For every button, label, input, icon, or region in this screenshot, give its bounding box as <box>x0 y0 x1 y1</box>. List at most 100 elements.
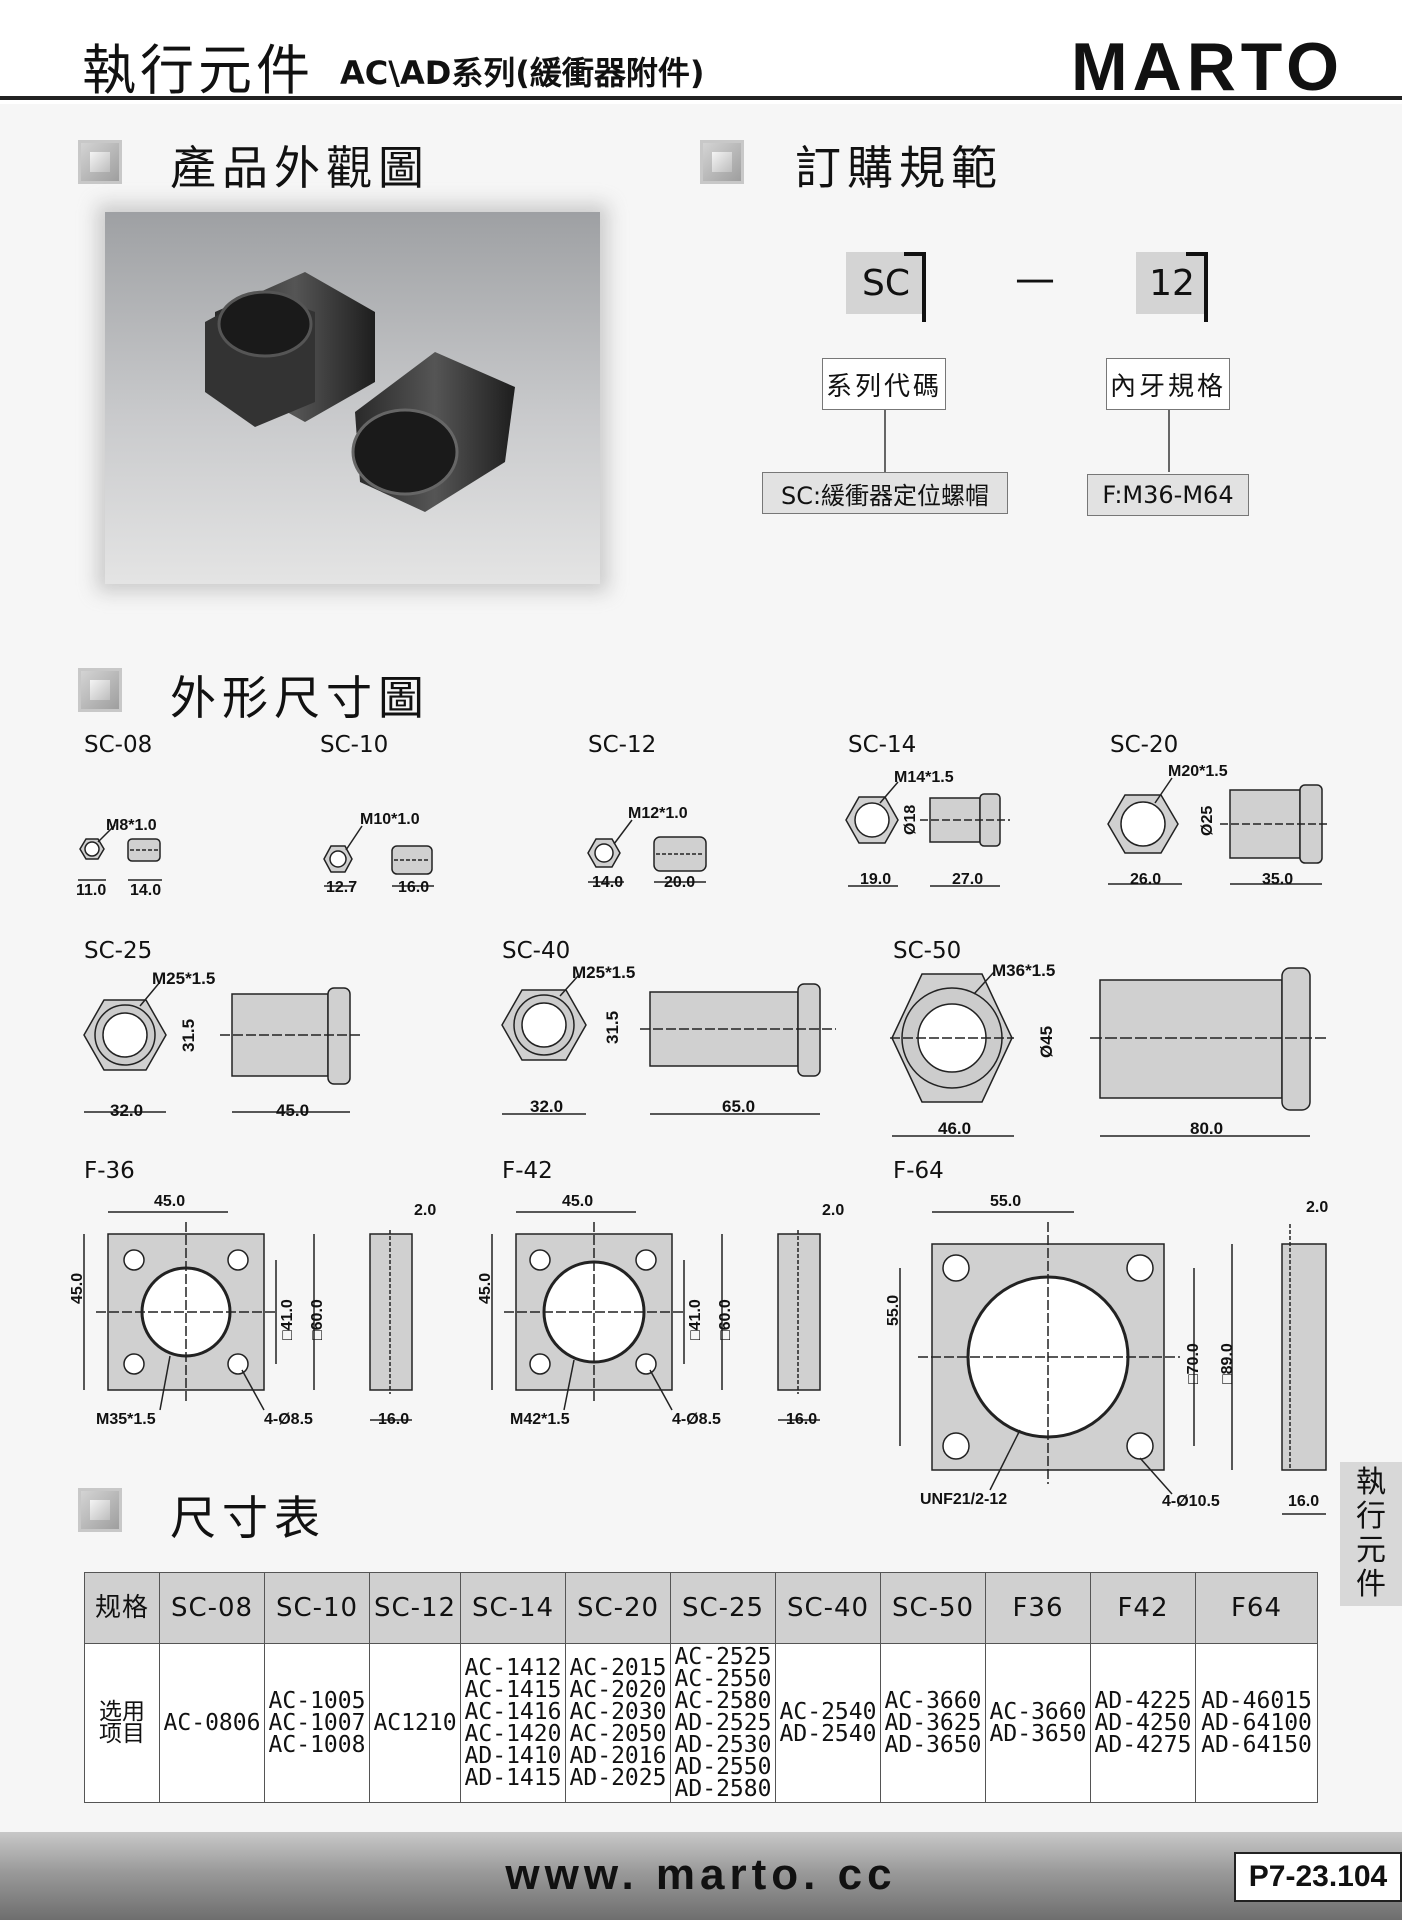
table-header-cell: F64 <box>1195 1572 1318 1644</box>
model-number: AD-2525 <box>674 1710 772 1736</box>
model-number: AD-2580 <box>674 1776 772 1802</box>
model-number: AD-2540 <box>779 1721 877 1747</box>
dim-label: M25*1.5 <box>572 963 635 982</box>
dim-label: 14.0 <box>592 874 623 891</box>
header-divider <box>0 96 1402 100</box>
model-number: AD-2550 <box>674 1754 772 1780</box>
dim-label: Ø45 <box>1037 1026 1056 1058</box>
model-number: AC-1412 <box>464 1655 562 1681</box>
dim-label: 4-Ø8.5 <box>672 1411 721 1428</box>
page-footer <box>0 1832 1402 1920</box>
dim-label: 2.0 <box>822 1202 844 1219</box>
dim-label: 4-Ø10.5 <box>1162 1493 1220 1510</box>
drawing-title: F-64 <box>893 1158 944 1184</box>
nut-left <box>205 272 375 427</box>
model-number: AC-1007 <box>268 1710 366 1736</box>
dim-label: 46.0 <box>938 1119 971 1138</box>
model-number: AC-2550 <box>674 1666 772 1692</box>
dim-label: 45.0 <box>69 1273 86 1304</box>
drawing-title: SC-08 <box>84 732 153 758</box>
connector-line <box>1168 410 1170 472</box>
dim-label: □41.0 <box>687 1299 704 1340</box>
spec-table: 规格 SC-08 SC-10 SC-12 SC-14 SC-20 SC-25 S… <box>84 1572 1318 1803</box>
dim-label: 45.0 <box>477 1273 494 1304</box>
drawing-title: F-36 <box>84 1158 135 1184</box>
dim-label: 80.0 <box>1190 1119 1223 1138</box>
page-header: 執行元件 AC\AD系列(緩衝器附件) MARTO <box>0 0 1402 105</box>
table-header-cell: SC-40 <box>775 1572 881 1644</box>
dim-label: M25*1.5 <box>152 969 215 988</box>
side-tab: 執 行 元 件 <box>1340 1462 1402 1606</box>
dim-label: 12.7 <box>326 879 357 896</box>
model-number: AC-1415 <box>464 1677 562 1703</box>
model-number: AD-64100 <box>1201 1710 1312 1736</box>
model-number: AD-1410 <box>464 1743 562 1769</box>
dim-label: 19.0 <box>860 871 891 888</box>
dim-label: 26.0 <box>1130 871 1161 888</box>
dim-label: UNF21/2-12 <box>920 1491 1007 1508</box>
dim-label: □60.0 <box>717 1299 734 1340</box>
model-number: AD-2025 <box>569 1765 667 1791</box>
drawing-f42: 45.0 45.0 □41.0 □60.0 2.0 16.0 M42*1.5 4… <box>477 1193 844 1428</box>
model-number: AC-1420 <box>464 1721 562 1747</box>
section-square-icon <box>78 668 122 712</box>
side-tab-char: 件 <box>1356 1567 1386 1602</box>
model-number: AC-0806 <box>163 1710 261 1736</box>
dim-label: 65.0 <box>722 1097 755 1116</box>
side-tab-char: 執 <box>1356 1465 1386 1500</box>
section-title-ordering: 訂購規範 <box>795 141 1003 195</box>
dim-label: M12*1.0 <box>628 805 688 822</box>
section-title-table: 尺寸表 <box>170 1491 326 1545</box>
model-number: AC-3660 <box>989 1699 1087 1725</box>
dim-label: □41.0 <box>279 1299 296 1340</box>
section-square-icon <box>78 140 122 184</box>
dim-label: 45.0 <box>562 1193 593 1210</box>
table-header-cell: SC-08 <box>159 1572 265 1644</box>
table-cell: AC1210 <box>369 1643 461 1803</box>
dim-label: 16.0 <box>786 1411 817 1428</box>
table-header-cell: F36 <box>985 1572 1091 1644</box>
dim-label: 31.5 <box>603 1011 622 1044</box>
label-series-code: 系列代碼 <box>822 358 946 410</box>
side-tab-char: 行 <box>1356 1499 1386 1534</box>
website-link[interactable]: www. marto. cc <box>505 1850 897 1899</box>
dim-label: 31.5 <box>179 1019 198 1052</box>
dim-label: 2.0 <box>1306 1199 1328 1216</box>
drawing-sc14: M14*1.5 Ø18 19.0 27.0 <box>845 769 1010 888</box>
drawing-f36: 45.0 45.0 □41.0 □60.0 2.0 16.0 M35*1.5 4… <box>69 1193 436 1428</box>
table-header-row: 规格 SC-08 SC-10 SC-12 SC-14 SC-20 SC-25 S… <box>84 1572 1318 1644</box>
dim-label: 55.0 <box>885 1295 902 1326</box>
dim-label: M8*1.0 <box>106 817 157 834</box>
model-number: AD-1415 <box>464 1765 562 1791</box>
model-number: AC-2015 <box>569 1655 667 1681</box>
row-label-line: 项目 <box>99 1721 145 1747</box>
drawing-title: SC-25 <box>84 938 153 964</box>
table-header-cell: SC-12 <box>369 1572 461 1644</box>
model-number: AC-2540 <box>779 1699 877 1725</box>
model-number: AC-2030 <box>569 1699 667 1725</box>
dim-label: 45.0 <box>276 1101 309 1120</box>
dim-label: 14.0 <box>130 882 161 899</box>
drawing-title: SC-50 <box>893 938 962 964</box>
dim-label: 32.0 <box>110 1101 143 1120</box>
dim-label: Ø25 <box>1199 806 1216 836</box>
model-number: AD-3650 <box>884 1732 982 1758</box>
dim-label: M35*1.5 <box>96 1411 156 1428</box>
section-title-dimensions: 外形尺寸圖 <box>170 671 430 725</box>
dim-label: 16.0 <box>1288 1493 1319 1510</box>
dim-label: 16.0 <box>378 1411 409 1428</box>
dim-label: 20.0 <box>664 874 695 891</box>
table-header-cell: 规格 <box>84 1572 160 1644</box>
dim-label: M20*1.5 <box>1168 763 1228 780</box>
dim-label: 55.0 <box>990 1193 1021 1210</box>
table-row-label: 选用 项目 <box>84 1643 160 1803</box>
